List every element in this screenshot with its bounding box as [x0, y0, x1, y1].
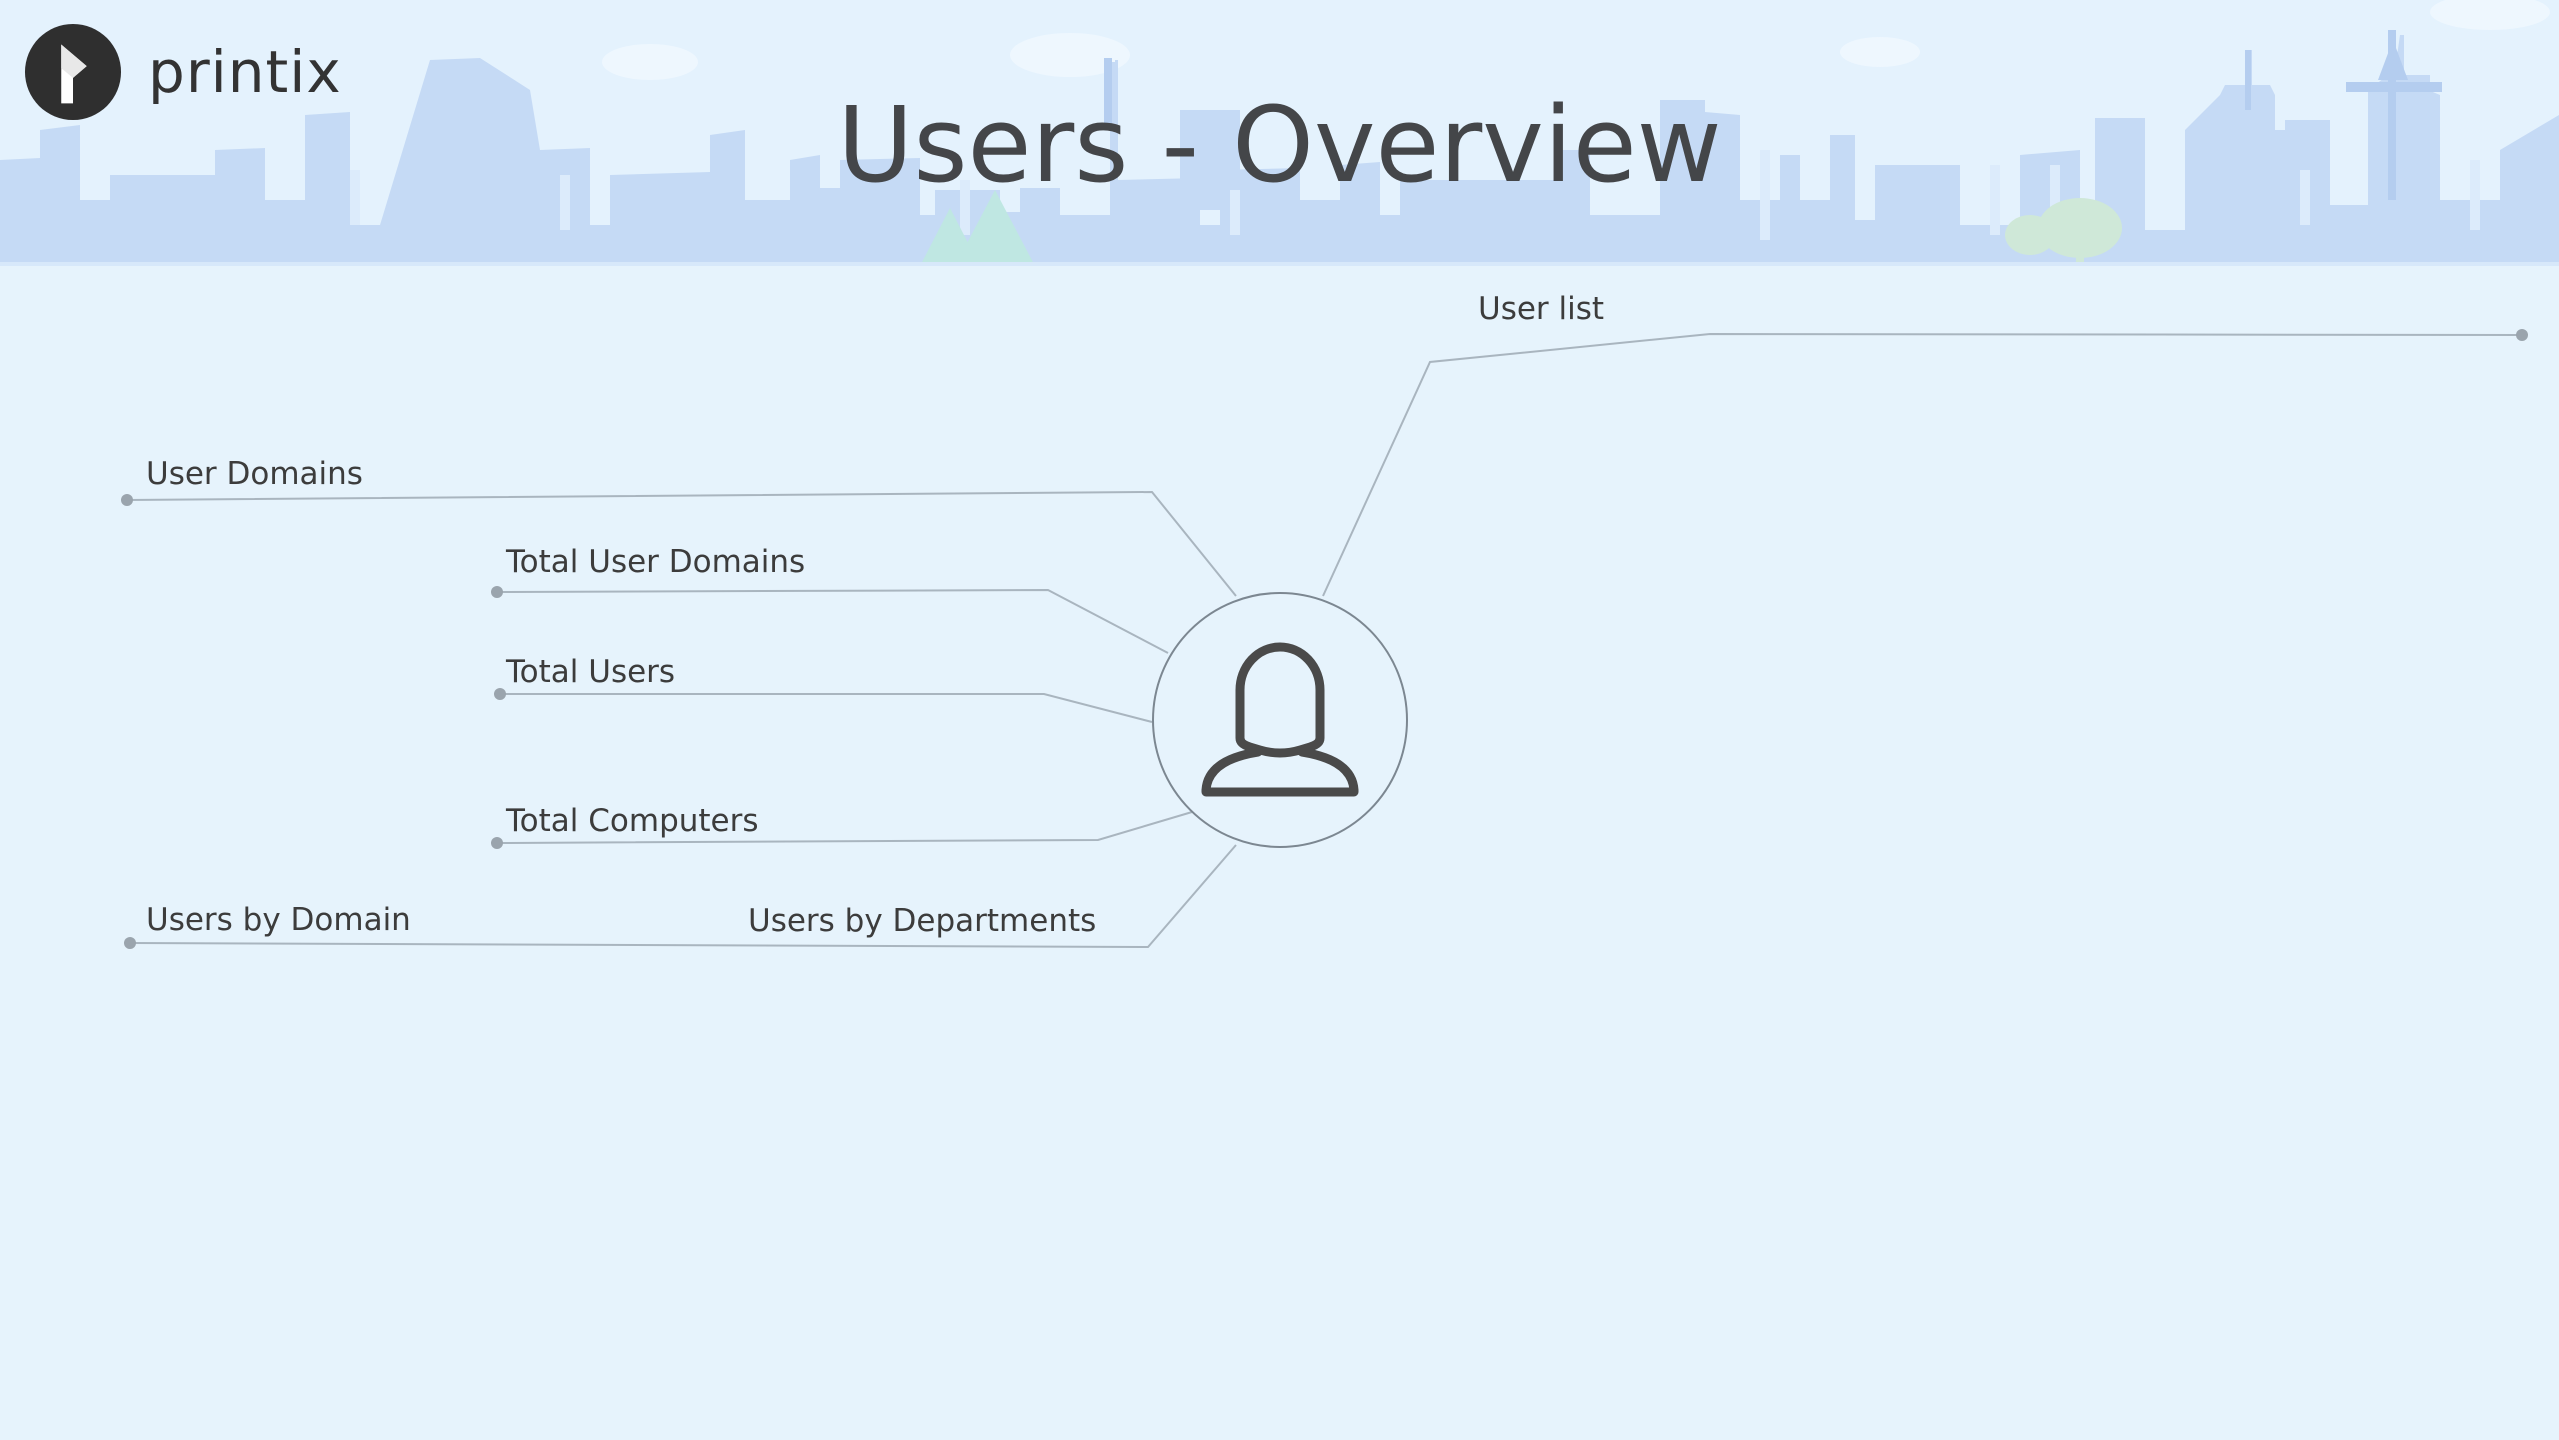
- printix-logo[interactable]: printix: [24, 22, 342, 122]
- connector-user-list: [1322, 332, 2523, 597]
- header-skyline-banner: [0, 0, 2559, 266]
- branch-user-list[interactable]: User list: [1478, 291, 1605, 327]
- node-dot-user-list[interactable]: [2516, 329, 2528, 341]
- page-title: Users - Overview: [837, 84, 1722, 206]
- branch-users-by-domain[interactable]: Users by Domain: [146, 902, 411, 938]
- branch-total-computers[interactable]: Total Computers: [506, 803, 759, 839]
- connector-total-computers: [496, 811, 1193, 844]
- user-icon: [1201, 642, 1359, 797]
- node-dot-total-user-domains[interactable]: [491, 586, 503, 598]
- branch-users-by-departments[interactable]: Users by Departments: [748, 903, 1097, 939]
- branch-total-users[interactable]: Total Users: [506, 654, 676, 690]
- connector-total-users: [500, 693, 1153, 723]
- node-dot-total-computers[interactable]: [491, 837, 503, 849]
- connector-user-domains: [126, 490, 1237, 597]
- printix-logo-icon: [24, 23, 122, 121]
- hub-circle[interactable]: [1152, 592, 1408, 848]
- brand-name: printix: [148, 38, 342, 106]
- skyline-illustration: [0, 0, 2559, 266]
- node-dot-users-by-domain[interactable]: [124, 937, 136, 949]
- branch-user-domains[interactable]: User Domains: [146, 456, 363, 492]
- node-dot-total-users[interactable]: [494, 688, 506, 700]
- connector-total-user-domains: [496, 588, 1169, 654]
- branch-total-user-domains[interactable]: Total User Domains: [506, 544, 806, 580]
- node-dot-user-domains[interactable]: [121, 494, 133, 506]
- connector-users-by-domain: [129, 844, 1237, 949]
